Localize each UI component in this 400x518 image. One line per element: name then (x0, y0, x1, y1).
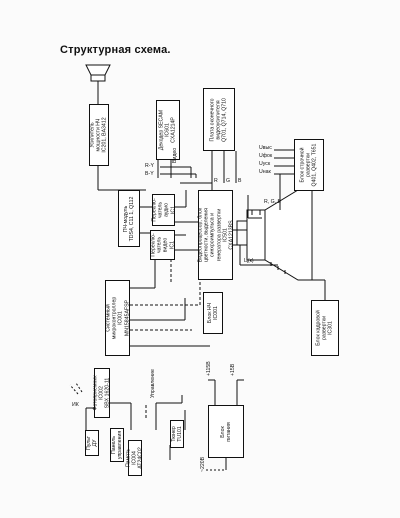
block-mcu: Системный микроконтроллер IC001 MN15845A… (105, 280, 130, 356)
label-rgb: R, G, B (264, 199, 282, 205)
label-r-y: R-Y (145, 163, 154, 169)
label-u-focus: Uфок (259, 153, 273, 159)
block-ulf: Усилитель мощности НЧ IC201, BA3412 (89, 104, 109, 166)
block-memory: Память IC004 AT24C02 (125, 440, 145, 476)
block-switch-video-label: Переклю- чатель видео IC1 (150, 233, 175, 257)
crt-icon (236, 189, 313, 281)
block-vertical-scan-label: Блок кадровой развертки IC301 (315, 310, 335, 346)
block-rc-unit-label: Пульт ДУ (85, 436, 98, 450)
block-mcu-label: Системный микроконтроллер IC001 MN15845A… (105, 296, 130, 340)
block-vertical-scan: Блок кадровой развертки IC301 (311, 300, 339, 356)
label-g: G (226, 178, 231, 184)
block-rc-receiver-label: Фотоприемник IC002 SBX 1620-11 (92, 375, 112, 411)
speaker-icon (85, 64, 111, 82)
block-video-processor: Видеопроцессор, блок цветности, выделени… (196, 190, 234, 280)
block-secam: Декодер SECAM IC601 CXA1214P (156, 100, 180, 160)
block-video-amp: Плата оконечного видеоусилителя Q701, Q7… (203, 88, 235, 151)
block-rc-receiver: Фотоприемник IC002 SBX 1620-11 (92, 368, 112, 418)
block-if-module: ПЧ-модуль TDS4, C11 1, Q112 (118, 190, 140, 247)
label-ir: ИК (72, 402, 79, 408)
block-secam-label: Декодер SECAM IC601 CXA1214P (158, 109, 178, 151)
block-if-module-label: ПЧ-модуль TDS4, C11 1, Q112 (122, 196, 135, 241)
label-r: R (214, 178, 218, 184)
block-control-panel: Панель управления (110, 428, 124, 462)
block-memory-label: Память IC004 AT24C02 (125, 447, 145, 469)
block-video-processor-label: Видеопроцессор, блок цветности, выделени… (196, 207, 234, 263)
block-power: Блок питания (208, 405, 244, 458)
block-horizontal-scan-label: Блок строчной развертки Q401, Q402, T651 (299, 143, 319, 187)
block-tuner: Тюнер TU101 (170, 420, 184, 448)
label-u-accel: Uуск (259, 161, 271, 167)
block-ulf-ic: Блок НЧ IC001 (203, 292, 223, 334)
block-video-amp-label: Плата оконечного видеоусилителя Q701, Q7… (209, 97, 229, 142)
block-ulf-ic-label: Блок НЧ IC001 (206, 302, 219, 324)
label-115v: +115В (206, 361, 212, 376)
block-tuner-label: Тюнер TU101 (170, 426, 183, 442)
block-power-label: Блок питания (219, 421, 232, 442)
block-control-panel-label: Панель управления (110, 430, 123, 460)
block-switch-audio: Переклю- чатель аудио IC1 (151, 194, 176, 226)
block-rc-unit: Пульт ДУ (85, 430, 99, 456)
label-mains: ~220В (200, 456, 206, 472)
block-horizontal-scan: Блок строчной развертки Q401, Q402, T651 (294, 139, 324, 191)
block-switch-video: Переклю- чатель видео IC1 (150, 230, 175, 260)
label-b: B (238, 178, 242, 184)
label-u-heat: Uнак (259, 169, 271, 175)
label-b-y: B-Y (145, 171, 154, 177)
label-control: Управление (150, 369, 156, 398)
label-u-high: Uвыс (259, 145, 272, 151)
label-video: Видео (172, 147, 178, 163)
block-switch-audio-label: Переклю- чатель аудио IC1 (151, 198, 176, 222)
label-15v: +15В (230, 363, 236, 376)
page-title: Структурная схема. (60, 44, 171, 56)
block-ulf-label: Усилитель мощности НЧ IC201, BA3412 (89, 117, 109, 153)
label-cath: Ц(к) (244, 258, 254, 264)
